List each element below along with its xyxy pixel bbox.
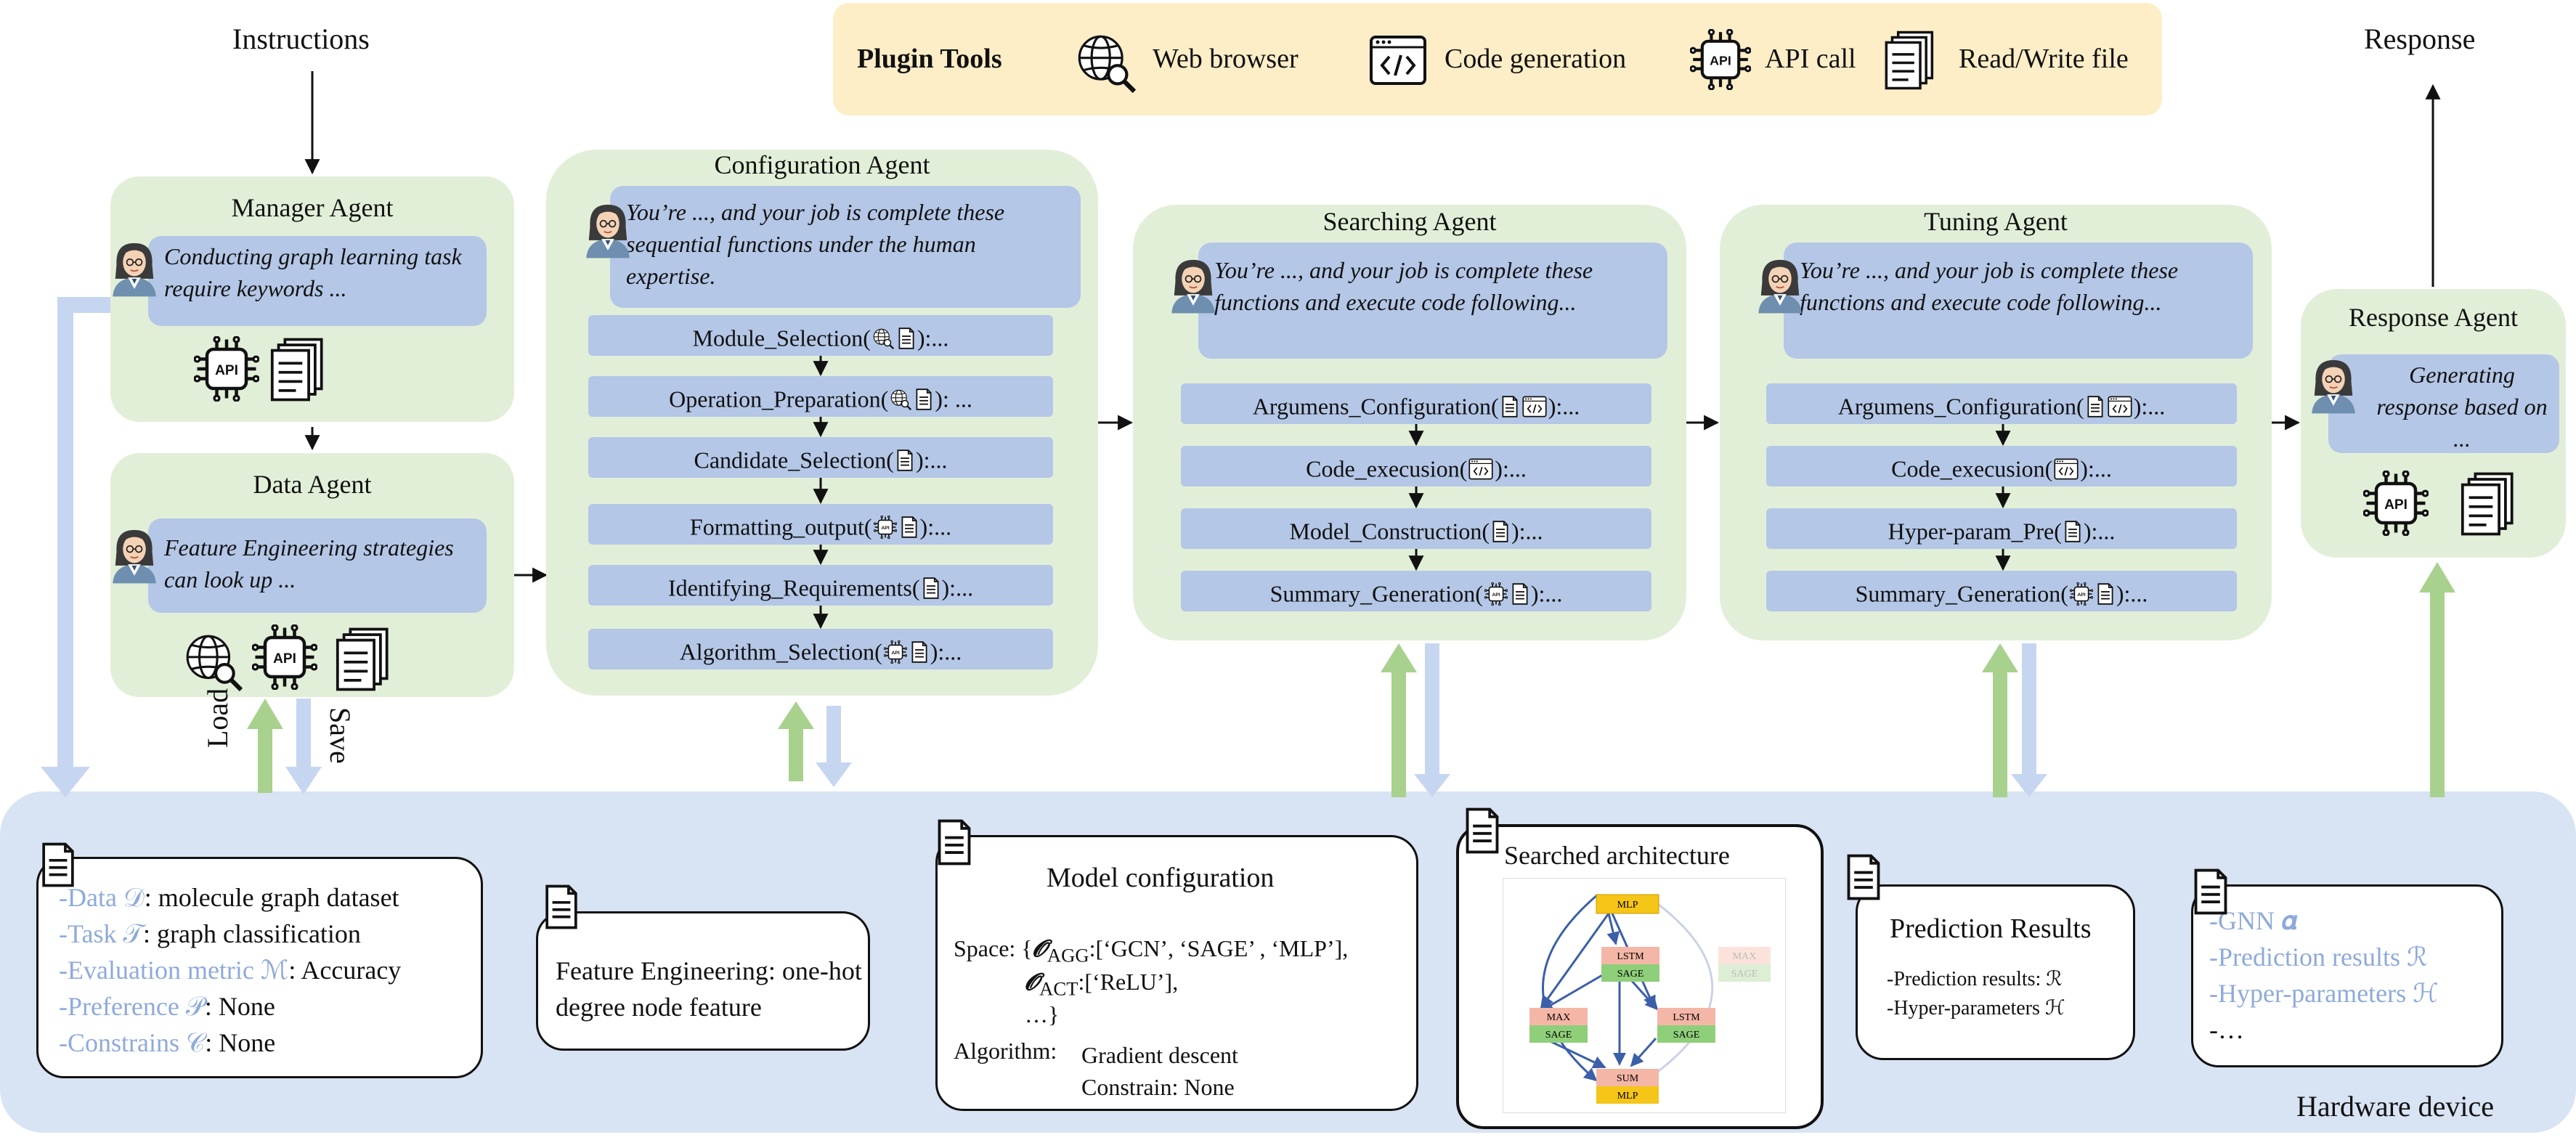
load-label: Load xyxy=(201,688,234,748)
function-model-construction: Model_Construction():... xyxy=(1181,508,1651,549)
search-step-arrows xyxy=(1408,424,1424,571)
architecture-graph: MLP LSTM SAGE MAX SAGE LSTM SAGE SUM MLP xyxy=(1529,893,1771,1104)
task-row-task: -Task 𝒯: graph classification xyxy=(59,919,361,948)
document-icon xyxy=(543,884,580,929)
data-agent-prompt: Feature Engineering strategies can look … xyxy=(148,518,487,613)
configuration-agent-title: Configuration Agent xyxy=(714,150,930,179)
plugin-tools-title: Plugin Tools xyxy=(857,44,1002,74)
config-step-arrows xyxy=(813,356,829,630)
document-icon xyxy=(935,819,973,866)
searching-agent-panel: Searching Agent You’re ..., and your job… xyxy=(1133,205,1686,640)
function-hyper-param-pre: Hyper-param_Pre():... xyxy=(1766,508,2237,549)
document-icon xyxy=(1845,854,1882,900)
node-mlp-bottom: MLP xyxy=(1617,1091,1638,1102)
manager-agent-prompt: Conducting graph learning task require k… xyxy=(148,236,487,326)
node-sage-faded: SAGE xyxy=(1731,969,1758,980)
data-agent-panel: Data Agent Feature Engineering strategie… xyxy=(110,453,514,697)
tool-web-browser-label: Web browser xyxy=(1153,44,1299,74)
tuning-step-arrows xyxy=(1995,424,2011,571)
response-label: Response xyxy=(2364,23,2476,55)
node-sum: SUM xyxy=(1617,1073,1639,1084)
response-agent-prompt: Generating response based on ... xyxy=(2328,354,2559,453)
tuning-agent-panel: Tuning Agent You’re ..., and your job is… xyxy=(1720,205,2272,640)
model-config-space-end: …} xyxy=(1025,1001,1060,1027)
instructions-label: Instructions xyxy=(232,23,370,55)
node-sage-1: SAGE xyxy=(1617,969,1644,980)
configuration-agent-prompt: You’re ..., and your job is complete the… xyxy=(610,186,1081,308)
output-row-hyperparams: -Hyper-parameters ℋ xyxy=(2209,979,2439,1008)
function-operation-preparation: Operation_Preparation(): ... xyxy=(588,376,1053,417)
model-config-algorithm-value: Gradient descent xyxy=(1081,1042,1238,1068)
document-icon xyxy=(40,842,76,887)
tool-api-call-label: API call xyxy=(1765,44,1856,74)
function-candidate-selection: Candidate_Selection():... xyxy=(588,437,1053,478)
prediction-row-results: -Prediction results: ℛ xyxy=(1887,968,2063,990)
tool-read-write-file-label: Read/Write file xyxy=(1959,44,2129,74)
response-agent-title: Response Agent xyxy=(2349,303,2518,332)
tuning-agent-prompt: You’re ..., and your job is complete the… xyxy=(1784,243,2253,359)
model-configuration-card: Model configuration Space: {𝓞AGG:[‘GCN’,… xyxy=(935,835,1418,1111)
model-config-constrain: Constrain: None xyxy=(1081,1074,1235,1100)
feature-engineering-card: Feature Engineering: one-hot degree node… xyxy=(536,911,870,1051)
node-lstm-2: LSTM xyxy=(1673,1012,1700,1023)
function-identifying-requirements: Identifying_Requirements():... xyxy=(588,565,1053,606)
data-agent-title: Data Agent xyxy=(253,470,372,499)
output-row-gnn: -GNN 𝜶 xyxy=(2209,906,2298,935)
model-config-title: Model configuration xyxy=(1047,863,1275,893)
node-sage-3: SAGE xyxy=(1673,1030,1700,1041)
function-summary-generation: Summary_Generation():... xyxy=(1766,571,2237,611)
prediction-row-hyperparams: -Hyper-parameters ℋ xyxy=(1887,997,2065,1019)
output-results-card: -GNN 𝜶 -Prediction results ℛ -Hyper-para… xyxy=(2191,884,2503,1067)
prediction-results-title: Prediction Results xyxy=(1890,913,2092,944)
tool-code-generation-label: Code generation xyxy=(1445,44,1627,74)
searched-architecture-title: Searched architecture xyxy=(1504,841,1730,870)
node-lstm-1: LSTM xyxy=(1617,951,1644,962)
function-formatting-output: Formatting_output():... xyxy=(588,504,1053,545)
task-row-data: -Data 𝒟: molecule graph dataset xyxy=(59,883,399,912)
node-mlp-top: MLP xyxy=(1617,900,1638,911)
task-row-preference: -Preference 𝒫: None xyxy=(59,992,275,1021)
function-argumens-configuration: Argumens_Configuration():... xyxy=(1766,383,2237,424)
function-argumens-configuration: Argumens_Configuration():... xyxy=(1181,383,1651,424)
function-algorithm-selection: Algorithm_Selection():... xyxy=(588,629,1053,669)
prediction-results-card: Prediction Results -Prediction results: … xyxy=(1856,884,2135,1060)
architecture-diagram: MLP LSTM SAGE MAX SAGE LSTM SAGE SUM MLP xyxy=(1503,878,1786,1113)
searching-agent-prompt: You’re ..., and your job is complete the… xyxy=(1198,243,1667,359)
configuration-agent-panel: Configuration Agent You’re ..., and your… xyxy=(546,150,1098,696)
output-row-more: -… xyxy=(2209,1015,2244,1044)
response-agent-panel: Response Agent Generating response based… xyxy=(2301,289,2566,558)
model-config-space: Space: {𝓞AGG:[‘GCN’, ‘SAGE’ , ‘MLP’], xyxy=(954,935,1349,966)
function-summary-generation: Summary_Generation():... xyxy=(1181,571,1651,611)
model-config-act: 𝓞ACT:[‘ReLU’], xyxy=(1025,969,1179,1000)
manager-agent-title: Manager Agent xyxy=(231,193,394,222)
task-row-metric: -Evaluation metric ℳ: Accuracy xyxy=(59,956,402,985)
save-label: Save xyxy=(324,707,357,764)
function-code-execusion: Code_execusion():... xyxy=(1181,446,1651,487)
node-max-faded: MAX xyxy=(1733,951,1757,962)
function-code-execusion: Code_execusion():... xyxy=(1766,446,2237,487)
document-icon xyxy=(1463,807,1501,854)
feature-engineering-text: Feature Engineering: one-hot degree node… xyxy=(556,956,862,1022)
plugin-tools-bar: Plugin Tools Web browser Code generation… xyxy=(833,3,2162,115)
node-max-1: MAX xyxy=(1547,1012,1571,1023)
task-config-card: -Data 𝒟: molecule graph dataset -Task 𝒯:… xyxy=(36,857,483,1078)
document-icon xyxy=(2192,868,2230,915)
model-config-algorithm-label: Algorithm: xyxy=(954,1038,1057,1064)
tuning-agent-title: Tuning Agent xyxy=(1924,207,2068,236)
searching-agent-title: Searching Agent xyxy=(1322,207,1497,236)
node-sage-2: SAGE xyxy=(1545,1030,1572,1041)
output-row-prediction: -Prediction results ℛ xyxy=(2209,943,2428,972)
hardware-device-label: Hardware device xyxy=(2296,1090,2495,1123)
manager-agent-panel: Manager Agent Conducting graph learning … xyxy=(110,176,514,422)
function-module-selection: Module_Selection():... xyxy=(588,315,1053,356)
task-row-constrains: -Constrains 𝒞: None xyxy=(59,1028,276,1057)
searched-architecture-card: Searched architecture MLP LSTM xyxy=(1456,824,1824,1129)
